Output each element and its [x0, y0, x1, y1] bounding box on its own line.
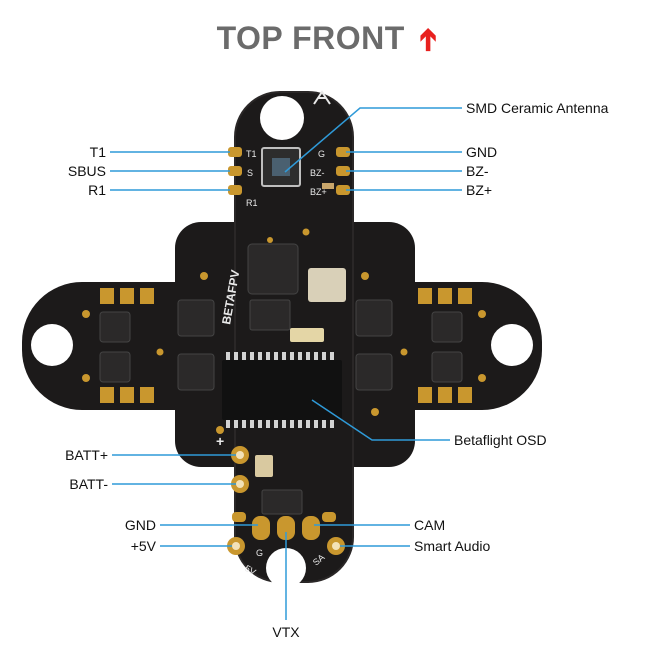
label-bz-plus: BZ+: [466, 182, 492, 198]
title-text: TOP FRONT: [216, 20, 405, 56]
chips: [99, 147, 463, 515]
label-5v: +5V: [131, 538, 157, 554]
silk-r1: R1: [246, 198, 258, 208]
brand-logo-icon: [313, 90, 331, 105]
label-bz-minus: BZ-: [466, 163, 489, 179]
label-gnd-bottom: GND: [125, 517, 156, 533]
label-batt-plus: BATT+: [65, 447, 108, 463]
motor-pads: [100, 288, 472, 403]
label-gnd-top: GND: [466, 144, 497, 160]
silk-g-bottom: G: [256, 548, 263, 558]
top-side-pads: [228, 147, 350, 195]
silk-5v: 5V: [243, 563, 258, 577]
mounting-holes: [31, 96, 533, 588]
callout-labels: SMD Ceramic Antenna T1 SBUS R1 GND BZ- B…: [65, 100, 609, 640]
silk-bz-minus: BZ-: [310, 168, 325, 178]
label-osd: Betaflight OSD: [454, 432, 547, 448]
label-t1: T1: [90, 144, 107, 160]
label-sbus: SBUS: [68, 163, 106, 179]
label-antenna: SMD Ceramic Antenna: [466, 100, 609, 116]
leader-lines: [110, 107, 462, 620]
battery-pads: [231, 446, 249, 493]
label-batt-minus: BATT-: [69, 476, 108, 492]
vias: [82, 228, 486, 434]
label-smart-audio: Smart Audio: [414, 538, 490, 554]
page-title: TOP FRONT➔: [0, 20, 657, 57]
bottom-pads: [227, 512, 345, 555]
leader-osd: [311, 399, 450, 441]
silk-bz-plus: BZ+: [310, 187, 327, 197]
label-cam: CAM: [414, 517, 445, 533]
label-vtx: VTX: [272, 624, 300, 640]
silk-g-top: G: [318, 149, 325, 159]
silk-plus: +: [216, 433, 224, 449]
label-r1: R1: [88, 182, 106, 198]
silk-s: S: [247, 168, 253, 178]
silk-t1: T1: [246, 149, 257, 159]
leader-antenna: [284, 107, 462, 173]
